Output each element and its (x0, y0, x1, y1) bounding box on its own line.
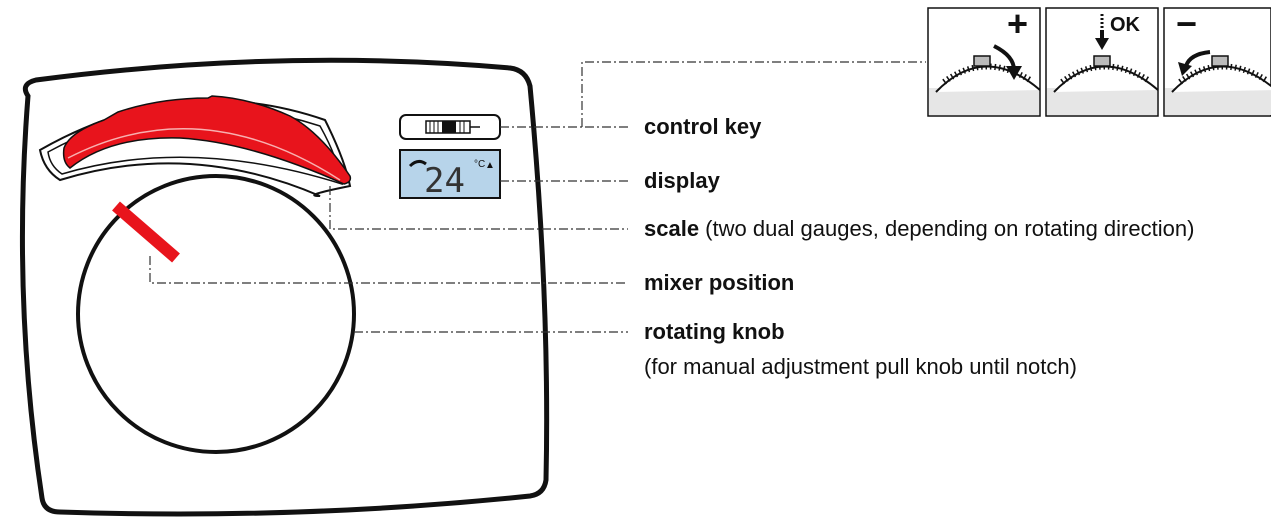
label-rotating-knob-note: (for manual adjustment pull knob until n… (644, 354, 1077, 379)
rotating-knob[interactable] (76, 174, 356, 454)
control-key-icon-ok: OK (1045, 7, 1159, 117)
leader-control-key-to-icons (581, 61, 926, 127)
scale-divider-line (67, 128, 341, 181)
display-direction-mark (408, 159, 427, 168)
label-scale-bold: scale (644, 216, 700, 241)
leader-mixer (149, 256, 628, 284)
display-screen (399, 149, 501, 199)
display-temperature: 24 (424, 161, 465, 201)
label-display: display (644, 168, 720, 193)
label-rotating-knob: rotating knob (644, 319, 785, 344)
control-key-icon-plus: + (927, 3, 1041, 117)
scale-gauge (62, 95, 352, 185)
plus-symbol: + (1007, 3, 1028, 44)
ok-symbol: OK (1110, 14, 1141, 36)
leader-lines (149, 61, 926, 333)
leader-scale (329, 186, 628, 230)
minus-symbol: − (1176, 3, 1197, 44)
label-mixer-position: mixer position (644, 270, 795, 295)
display-unit: °C (474, 159, 485, 170)
label-control-key: control key (644, 114, 762, 139)
display-indicator: ▲ (485, 160, 495, 171)
mixer-position-pointer (112, 201, 180, 263)
label-scale: scale (two dual gauges, depending on rot… (644, 216, 1194, 242)
control-key-icon-minus: − (1163, 3, 1271, 117)
control-key-slider (425, 120, 480, 134)
label-scale-description: (two dual gauges, depending on rotating … (699, 216, 1195, 241)
